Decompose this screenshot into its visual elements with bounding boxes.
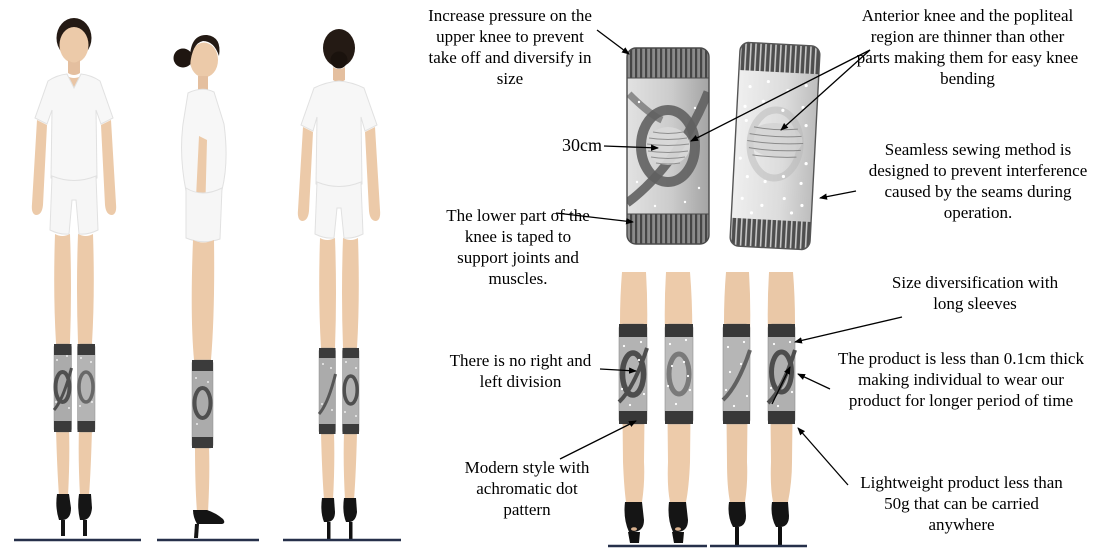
high-heels-back [321,498,357,539]
high-heel-side [193,510,225,538]
annotation-lightweight: Lightweight product less than 50g that c… [860,473,1063,535]
avatar-back-body [297,29,381,500]
anterior-contour-lines [646,131,690,165]
knee-sleeve-closeup-left [617,323,649,425]
annotation-increase-pressure: Increase pressure on the upper knee to p… [428,6,592,89]
knee-sleeve-back-closeup-right [766,323,797,425]
legs-front-photo [617,272,694,543]
legs-back-photo [721,272,797,545]
knee-sleeve-side [191,359,214,449]
sleeve-flat-diagrams [626,41,821,251]
sleeve-flat-back [729,41,821,251]
high-heels-closeup-front [624,502,688,543]
knee-sleeve-back-left [317,347,337,435]
annotation-seamless-sewing: Seamless sewing method is designed to pr… [868,140,1088,223]
annotation-lower-part: The lower part of the knee is taped to s… [446,206,590,289]
knee-sleeve-front-right [77,343,96,433]
knee-sleeve-back-right [342,347,360,435]
avatar-front-body [31,18,117,496]
high-heels-closeup-back [728,502,789,545]
avatar-back-view [297,29,381,539]
high-heels-front [56,494,92,536]
avatar-front-view [31,18,117,536]
knee-sleeve-closeup-right [664,323,694,425]
sleeve-flat-front [626,47,710,245]
dimension-label-30cm: 30cm [562,135,602,155]
annotation-no-division: There is no right and left division [449,351,592,392]
annotation-modern-style: Modern style with achromatic dot pattern [464,458,590,520]
knee-sleeve-back-closeup-left [721,323,752,425]
avatar-side-view [173,34,227,538]
annotation-size-diversification: Size diversification with long sleeves [891,273,1059,314]
knee-sleeve-front-left [52,343,73,433]
annotation-thin-product: The product is less than 0.1cm thick mak… [838,349,1084,411]
annotation-anterior-knee: Anterior knee and the popliteal region a… [856,6,1079,89]
